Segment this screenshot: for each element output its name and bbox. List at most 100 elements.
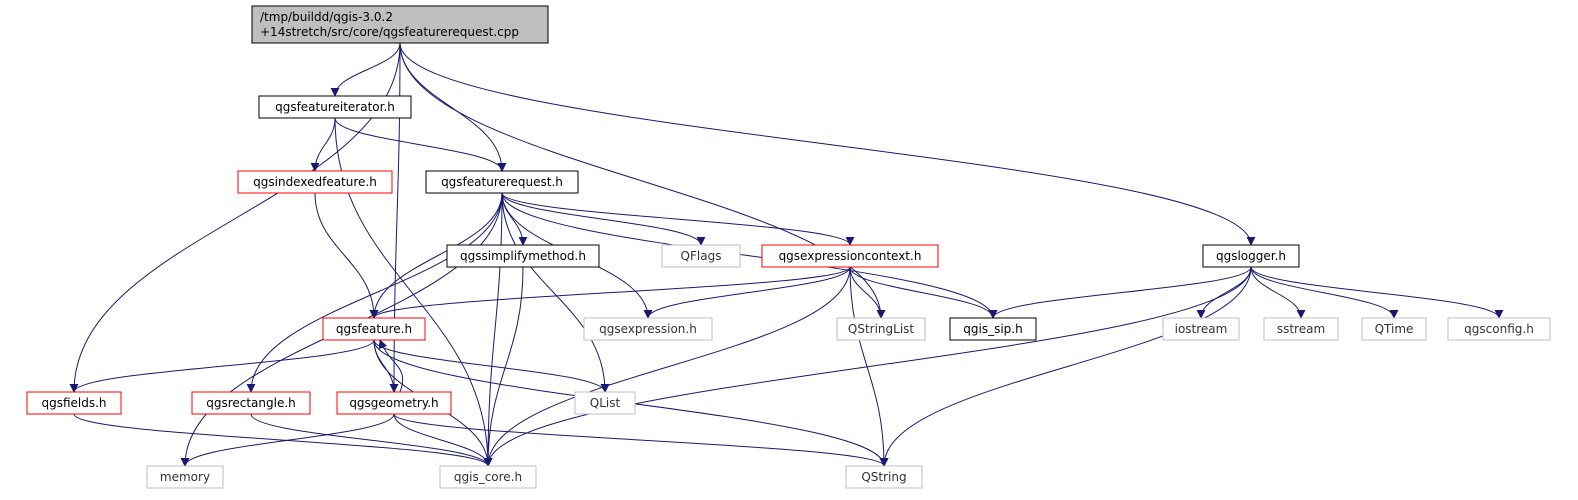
- edge-qgsfeaturerequest-to-qgsrectangle: [246, 192, 503, 393]
- edge-qgslogger-to-QString: [879, 266, 1252, 467]
- node-qgsexpressioncontext[interactable]: qgsexpressioncontext.h: [761, 244, 939, 268]
- node-label: QList: [590, 396, 621, 410]
- node-label: qgsexpression.h: [599, 322, 697, 336]
- node-box: [836, 317, 926, 341]
- edge-qgsexpressioncontext-to-QStringList: [849, 266, 886, 319]
- node-label: QString: [861, 470, 906, 484]
- edge-qgsfeature-to-qgsfields: [69, 339, 375, 393]
- edge-qgsgeometry-to-QString: [393, 413, 889, 467]
- node-label: qgssimplifymethod.h: [460, 249, 586, 263]
- node-label: qgsconfig.h: [1464, 322, 1534, 336]
- node-sstream: sstream: [1263, 317, 1339, 341]
- node-qgsexpression: qgsexpression.h: [583, 317, 713, 341]
- edge-qgsindexedfeature-to-qgsfeature: [314, 192, 379, 319]
- node-qgsfeature[interactable]: qgsfeature.h: [322, 317, 426, 341]
- edge-root-to-QStringList: [399, 42, 886, 319]
- node-box: [322, 317, 426, 341]
- node-qgslogger[interactable]: qgslogger.h: [1202, 244, 1300, 268]
- node-label: qgsindexedfeature.h: [253, 175, 377, 189]
- edge-qgsrectangle-to-qgis_core: [250, 413, 493, 467]
- node-qgsfields[interactable]: qgsfields.h: [26, 391, 122, 415]
- edge-qgssimplifymethod-to-qgis_core: [483, 266, 524, 467]
- node-qgis_sip[interactable]: qgis_sip.h: [949, 317, 1037, 341]
- edge-qgsfeaturerequest-to-qgis_sip: [501, 192, 998, 319]
- node-qgsgeometry[interactable]: qgsgeometry.h: [336, 391, 452, 415]
- edge-qgsexpressioncontext-to-qgis_sip: [849, 266, 998, 319]
- edge-qgsfeaturerequest-to-qgsfeature: [369, 192, 503, 319]
- edge-qgsexpressioncontext-to-qgsfeature: [369, 266, 851, 319]
- edge-qgsfeatureiterator-to-qgsfeaturerequest: [334, 117, 507, 172]
- node-box: [191, 391, 311, 415]
- edge-qgslogger-to-QTime: [1250, 266, 1399, 319]
- node-label: qgsfeature.h: [336, 322, 412, 336]
- node-label: qgis_sip.h: [963, 322, 1022, 336]
- node-box: [251, 5, 549, 44]
- node-QFlags: QFlags: [661, 244, 741, 268]
- node-label: QStringList: [848, 322, 915, 336]
- edge-qgsfeatureiterator-to-qgsindexedfeature: [310, 117, 336, 172]
- node-box: [845, 465, 923, 489]
- node-box: [1162, 317, 1240, 341]
- node-box: [258, 95, 412, 119]
- node-label: +14stretch/src/core/qgsfeaturerequest.cp…: [260, 25, 519, 39]
- node-qgssimplifymethod[interactable]: qgssimplifymethod.h: [446, 244, 600, 268]
- node-QString: QString: [845, 465, 923, 489]
- node-label: qgsrectangle.h: [206, 396, 296, 410]
- node-QList: QList: [574, 391, 636, 415]
- edge-qgsfeature-to-QList: [373, 339, 610, 393]
- node-qgsindexedfeature[interactable]: qgsindexedfeature.h: [237, 170, 393, 194]
- node-qgsfeatureiterator[interactable]: qgsfeatureiterator.h: [258, 95, 412, 119]
- dependency-edges: [69, 42, 1504, 467]
- node-box: [949, 317, 1037, 341]
- edge-qgsfeaturerequest-to-qgsexpressioncontext: [501, 192, 855, 246]
- edge-qgsgeometry-to-qgsfeature: [378, 339, 404, 393]
- edge-root-to-qgslogger: [399, 42, 1256, 246]
- edge-root-to-qgsfeaturerequest: [399, 42, 507, 172]
- node-label: /tmp/buildd/qgis-3.0.2: [260, 10, 393, 24]
- node-label: qgsfeatureiterator.h: [275, 100, 395, 114]
- node-box: [336, 391, 452, 415]
- edge-qgslogger-to-qgis_sip: [988, 266, 1252, 319]
- node-label: qgslogger.h: [1216, 249, 1286, 263]
- node-QStringList: QStringList: [836, 317, 926, 341]
- node-label: qgsgeometry.h: [349, 396, 438, 410]
- edge-qgsfeaturerequest-to-qgis_core: [483, 192, 503, 467]
- edge-qgsfeaturerequest-to-QFlags: [501, 192, 706, 246]
- node-qgsfeaturerequest[interactable]: qgsfeaturerequest.h: [425, 170, 579, 194]
- node-label: memory: [160, 470, 210, 484]
- node-box: [26, 391, 122, 415]
- edge-qgslogger-to-iostream: [1196, 266, 1252, 319]
- node-memory: memory: [146, 465, 224, 489]
- node-box: [425, 170, 579, 194]
- node-label: QTime: [1375, 322, 1414, 336]
- node-box: [439, 465, 537, 489]
- edge-qgslogger-to-qgsconfig: [1250, 266, 1504, 319]
- node-root[interactable]: /tmp/buildd/qgis-3.0.2+14stretch/src/cor…: [251, 5, 549, 44]
- node-label: qgsfeaturerequest.h: [441, 175, 563, 189]
- node-label: iostream: [1175, 322, 1228, 336]
- node-box: [1263, 317, 1339, 341]
- node-label: qgsfields.h: [41, 396, 106, 410]
- node-box: [761, 244, 939, 268]
- node-qgsconfig: qgsconfig.h: [1447, 317, 1551, 341]
- edge-qgslogger-to-qgis_core: [483, 266, 1252, 467]
- node-box: [146, 465, 224, 489]
- node-label: QFlags: [681, 249, 722, 263]
- edge-qgsfields-to-qgis_core: [73, 413, 493, 467]
- node-box: [446, 244, 600, 268]
- edge-qgsexpressioncontext-to-qgis_core: [483, 266, 851, 467]
- node-qgis_core: qgis_core.h: [439, 465, 537, 489]
- node-label: qgis_core.h: [454, 470, 522, 484]
- node-label: qgsexpressioncontext.h: [779, 249, 922, 263]
- edge-qgsexpressioncontext-to-qgsexpression: [643, 266, 851, 319]
- node-iostream: iostream: [1162, 317, 1240, 341]
- dependency-nodes: /tmp/buildd/qgis-3.0.2+14stretch/src/cor…: [26, 5, 1551, 489]
- node-qgsrectangle[interactable]: qgsrectangle.h: [191, 391, 311, 415]
- node-label: sstream: [1277, 322, 1325, 336]
- edge-qgsfeaturerequest-to-QList: [501, 192, 610, 393]
- node-box: [1361, 317, 1427, 341]
- edge-qgsgeometry-to-qgis_core: [393, 413, 493, 467]
- edge-root-to-qgsfeatureiterator: [330, 42, 401, 97]
- node-box: [574, 391, 636, 415]
